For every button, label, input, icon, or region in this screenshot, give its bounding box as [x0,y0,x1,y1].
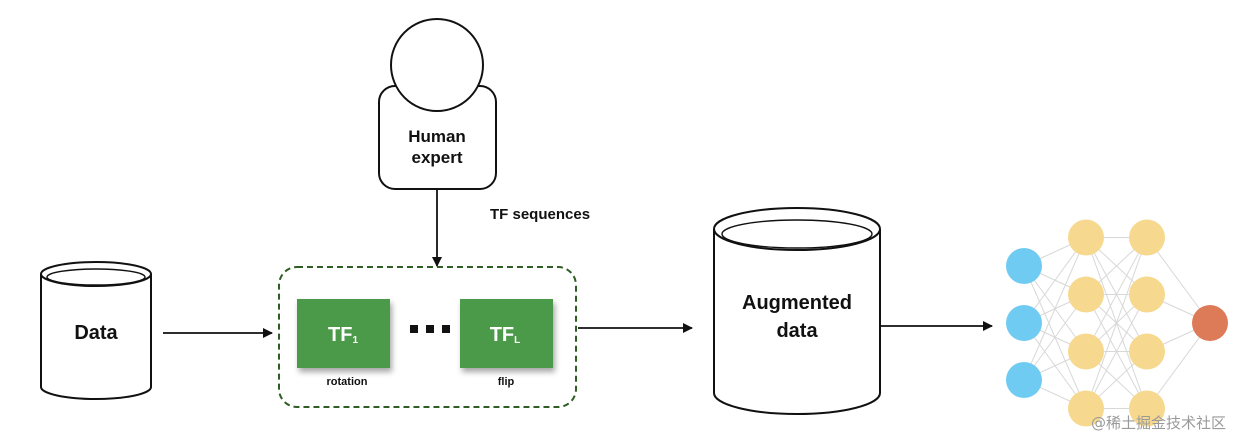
transform-pipeline-box [278,266,577,408]
human-expert-label-line1: Human [408,127,466,146]
tf-first-sub: 1 [352,335,358,346]
tf-last-label: TFL [490,324,521,346]
tf-last-sub: L [514,335,520,346]
hidden-node [1068,390,1104,427]
watermark: @稀土掘金技术社区 [1091,414,1226,432]
tf-first-box: TF1 [297,299,390,368]
network-edges [1023,237,1211,409]
data-label: Data [74,322,118,344]
input-node [1006,248,1042,284]
network-edge [1085,294,1148,409]
tf-separator-dots [410,325,450,333]
tf-last-caption: flip [498,376,515,388]
hidden-node [1129,333,1165,370]
data-cylinder: Data [40,261,152,400]
tf-last-main: TF [490,324,514,346]
human-expert: Human expert [378,18,497,190]
tf-first-caption: rotation [327,376,368,388]
input-node [1006,305,1042,341]
tf-first-label: TF1 [328,324,358,346]
hidden-node [1068,333,1104,370]
augmented-data-cylinder: Augmented data [713,207,881,415]
network-edge [1085,237,1148,409]
tf-first-main: TF [328,324,352,346]
network-edge [1023,237,1087,381]
human-expert-label-line2: expert [411,148,462,167]
network-edge [1085,237,1148,352]
neural-network [1006,219,1228,427]
augmented-label-line1: Augmented [742,292,852,314]
tf-sequences-label: TF sequences [490,206,590,223]
tf-last-box: TFL [460,299,553,368]
hidden-node [1129,219,1165,256]
input-node [1006,362,1042,398]
augmented-label-line2: data [776,320,818,342]
output-node [1192,305,1228,341]
hidden-node [1068,219,1104,256]
hidden-node [1129,276,1165,313]
hidden-node [1129,390,1165,427]
human-expert-head [390,18,484,112]
hidden-node [1068,276,1104,313]
